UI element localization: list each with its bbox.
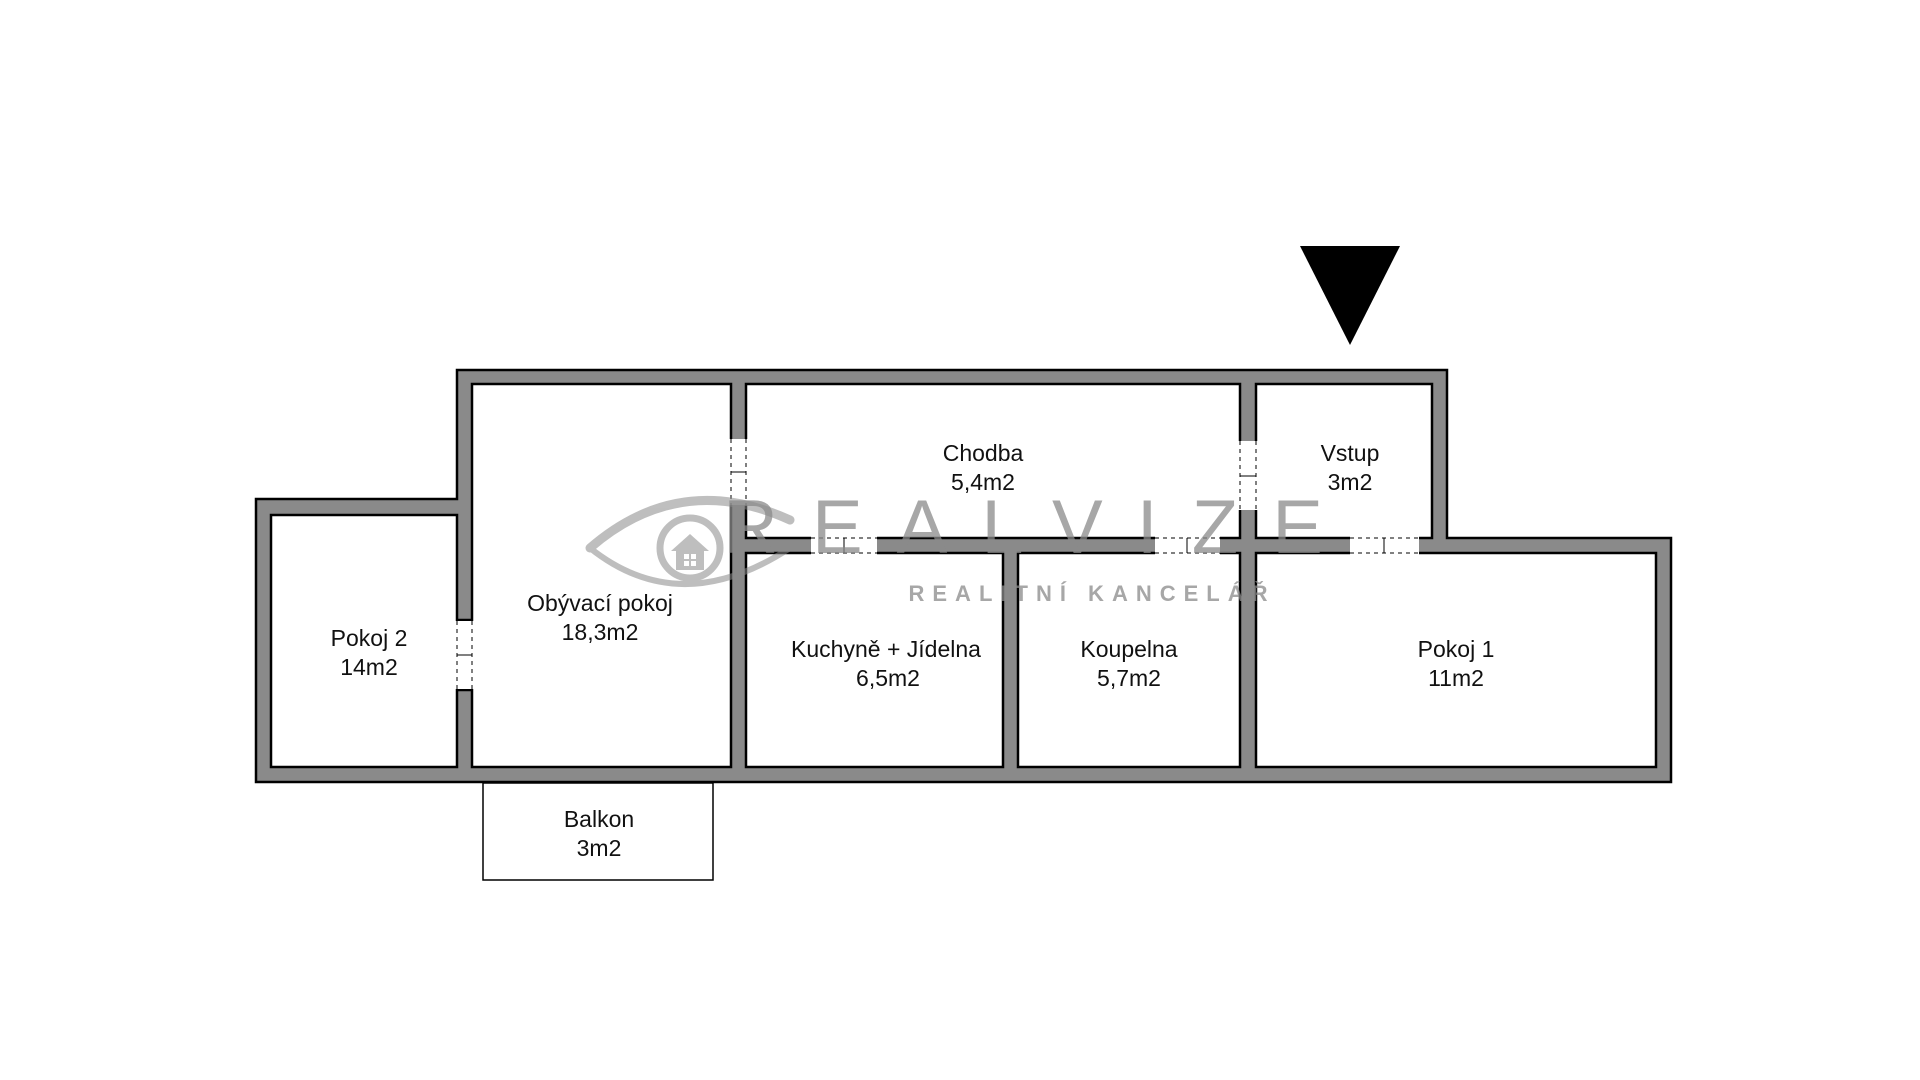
door-chodba-vstup <box>1238 441 1258 510</box>
room-area: 6,5m2 <box>856 665 920 691</box>
room-area: 5,4m2 <box>951 469 1015 495</box>
room-name: Koupelna <box>1080 636 1177 662</box>
room-balkon: Balkon 3m2 <box>564 806 634 861</box>
entrance-arrow-icon <box>1300 246 1400 345</box>
room-vstup: Vstup 3m2 <box>1321 440 1380 495</box>
room-area: 3m2 <box>1328 469 1373 495</box>
room-area: 18,3m2 <box>562 619 639 645</box>
door-kuchyne <box>811 536 877 555</box>
room-area: 11m2 <box>1428 665 1484 691</box>
watermark-title: REALVIZE <box>723 485 1357 570</box>
room-kuchyne-jidelna: Kuchyně + Jídelna 6,5m2 <box>791 636 981 691</box>
eye-house-logo-icon <box>585 496 795 587</box>
room-area: 14m2 <box>340 654 398 680</box>
balcony-outline <box>482 782 714 881</box>
room-name: Obývací pokoj <box>527 590 673 616</box>
door-koupelna <box>1155 536 1220 555</box>
room-name: Vstup <box>1321 440 1380 466</box>
door-obyvaci-chodba <box>729 439 748 505</box>
room-pokoj-2: Pokoj 2 14m2 <box>331 625 408 680</box>
door-pokoj-1 <box>1350 536 1419 555</box>
room-obyvaci-pokoj: Obývací pokoj 18,3m2 <box>527 590 673 645</box>
room-pokoj-1: Pokoj 1 11m2 <box>1418 636 1495 691</box>
watermark-subtitle: REALITNÍ KANCELÁŘ <box>909 581 1276 606</box>
room-area: 5,7m2 <box>1097 665 1161 691</box>
room-koupelna: Koupelna 5,7m2 <box>1080 636 1177 691</box>
door-pokoj-2 <box>455 621 474 689</box>
room-name: Pokoj 2 <box>331 625 408 651</box>
walls <box>254 368 1673 784</box>
room-area: 3m2 <box>577 835 622 861</box>
room-name: Chodba <box>943 440 1024 466</box>
room-name: Balkon <box>564 806 634 832</box>
room-chodba: Chodba 5,4m2 <box>943 440 1024 495</box>
room-name: Kuchyně + Jídelna <box>791 636 981 662</box>
room-name: Pokoj 1 <box>1418 636 1495 662</box>
